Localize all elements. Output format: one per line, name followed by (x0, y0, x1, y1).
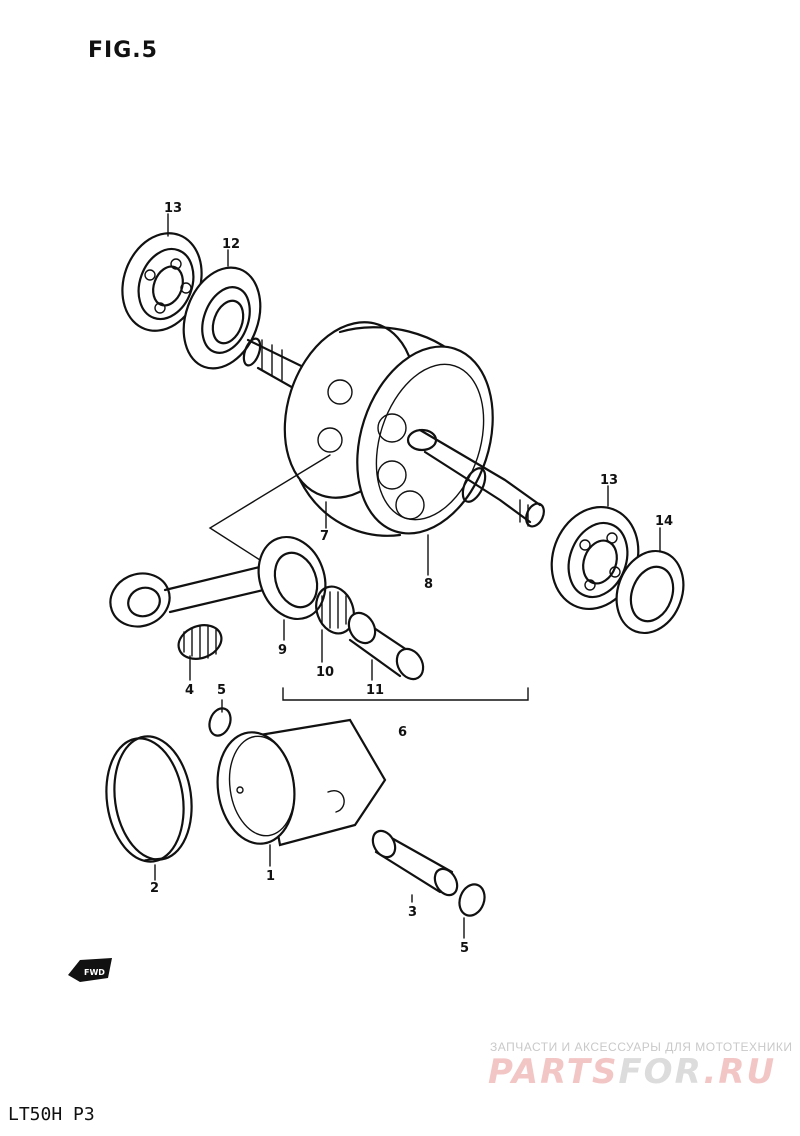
leader-lines (154, 213, 661, 939)
crankshaft-assembly (242, 321, 545, 537)
part-number-14: 14 (655, 514, 673, 529)
part-number-3: 3 (408, 905, 417, 920)
watermark-logo: PARTSFOR.RU (488, 1052, 776, 1092)
fwd-label: FWD (84, 968, 105, 977)
part-number-10: 10 (316, 665, 334, 680)
part-number-12: 12 (222, 237, 240, 252)
piston-1 (216, 718, 387, 847)
watermark-logo-part3: .RU (703, 1052, 777, 1092)
forward-arrow-icon (68, 958, 112, 982)
bearing-13-right (550, 505, 640, 611)
circlip-5-lower (458, 883, 486, 917)
part-number-1: 1 (266, 869, 275, 884)
watermark-tagline: ЗАПЧАСТИ И АКСЕССУАРЫ ДЛЯ МОТОТЕХНИКИ (490, 1040, 793, 1054)
needle-bearing-10 (315, 585, 355, 635)
circlip-5-upper (208, 707, 232, 737)
part-number-5-upper: 5 (217, 683, 226, 698)
part-number-6: 6 (398, 725, 407, 740)
part-number-8: 8 (424, 577, 433, 592)
connecting-rod-9 (109, 535, 327, 628)
model-label: LT50H P3 (8, 1104, 95, 1125)
part-number-9: 9 (278, 643, 287, 658)
piston-pin-3 (371, 829, 459, 897)
watermark-logo-part1: PARTS (488, 1052, 619, 1092)
oil-seal-14 (615, 549, 685, 635)
oil-seal-12 (182, 266, 262, 370)
part-number-13-right: 13 (600, 473, 618, 488)
part-number-4: 4 (185, 683, 194, 698)
crank-pin-11 (347, 611, 425, 681)
bracket-7-line (208, 454, 331, 561)
figure-title: FIG.5 (88, 38, 158, 63)
part-number-13-left: 13 (164, 201, 182, 216)
piston-rings-2 (105, 735, 193, 863)
watermark-logo-part2: FOR (618, 1052, 704, 1092)
bracket-6-line (282, 687, 529, 701)
part-number-5-lower: 5 (460, 941, 469, 956)
needle-bearing-4 (177, 624, 223, 660)
part-number-7: 7 (320, 529, 329, 544)
part-number-11: 11 (366, 683, 384, 698)
part-number-2: 2 (150, 881, 159, 896)
